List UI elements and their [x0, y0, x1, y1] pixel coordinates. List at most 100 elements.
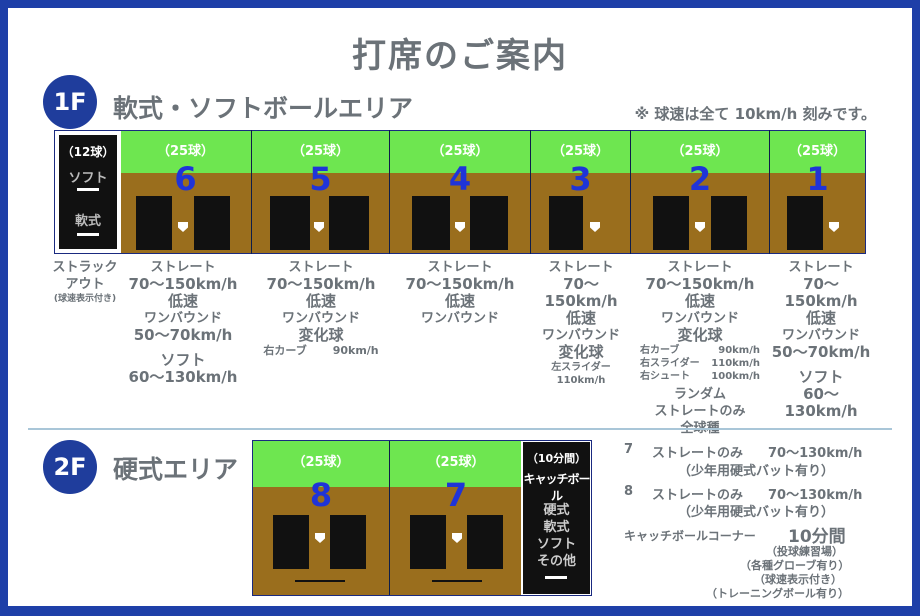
- lane-divider: [389, 130, 390, 254]
- slow-label: 低速: [565, 309, 596, 327]
- strikeout-panel[interactable]: （12球） ソフト 軟式: [59, 135, 117, 249]
- batter-box-right: [330, 515, 366, 569]
- straight-label: ストレート: [427, 260, 493, 275]
- slow-label: 低速: [444, 292, 475, 310]
- cage-5[interactable]: （25球） 5: [252, 130, 389, 254]
- cage-3-count: （25球）: [551, 144, 610, 159]
- strikeout-rubber-label: 軟式: [74, 214, 101, 229]
- breaking-label: 変化球: [558, 343, 604, 361]
- cage-1-count: （25球）: [788, 144, 847, 159]
- batter-box-left: [270, 196, 310, 250]
- slow-label: 低速: [305, 292, 336, 310]
- batter-box-right: [329, 196, 369, 250]
- shoot-label: 右シュート: [640, 371, 690, 382]
- home-plate-icon: [178, 222, 188, 232]
- batter-box-right: [467, 515, 503, 569]
- type-other: その他: [536, 554, 576, 569]
- cage-3[interactable]: （25球） 3: [531, 130, 630, 254]
- cage-2-count: （25球）: [671, 144, 729, 159]
- straight-speed: 70〜150km/h: [544, 275, 618, 310]
- cage-6[interactable]: （25球） 6: [120, 130, 251, 254]
- batter-box-right: [711, 196, 747, 250]
- type-rubber: 軟式: [543, 520, 570, 535]
- cage-5-count: （25球）: [291, 144, 350, 159]
- soft-label: ソフト: [798, 368, 844, 386]
- lane-divider: [530, 130, 531, 254]
- catchball-note-3: （球速表示付き）: [754, 573, 842, 586]
- pitch-line: [295, 580, 345, 582]
- cage-5-info: ストレート 70〜150km/h 低速 ワンバウンド 変化球 右カーブ 90km…: [258, 259, 384, 357]
- strikeout-count: （12球）: [61, 145, 115, 159]
- cage-7-desc-note: （少年用硬式バット有り）: [678, 464, 835, 479]
- cage-8-count: （25球）: [292, 455, 350, 470]
- batter-box: [787, 196, 823, 250]
- cage-3-info: ストレート 70〜150km/h 低速 ワンバウンド 変化球 左スライダー 11…: [528, 259, 634, 387]
- floor-divider: [28, 428, 892, 430]
- batter-box-left: [410, 515, 446, 569]
- curve-speed: 90km/h: [332, 344, 379, 357]
- straight-label: ストレート: [788, 260, 854, 275]
- page-title: 打席のご案内: [352, 36, 568, 76]
- area-title-1f: 軟式・ソフトボールエリア: [113, 94, 414, 123]
- batter-box-right: [194, 196, 230, 250]
- cage-7[interactable]: （25球） 7: [390, 441, 522, 595]
- curve-label: 右カーブ: [263, 344, 307, 357]
- batter-box-left: [136, 196, 172, 250]
- breaking-label: 変化球: [298, 326, 344, 344]
- catchball-slot: [545, 576, 567, 579]
- strikeout-info: ストラック アウト (球速表示付き): [52, 259, 118, 306]
- catchball-corner-time: 10分間: [788, 527, 846, 547]
- slider-label: 右スライダー: [640, 358, 700, 369]
- cage-2[interactable]: （25球） 2: [631, 130, 769, 254]
- straight-speed: 70〜150km/h: [128, 275, 238, 293]
- soft-speed: 60〜130km/h: [128, 368, 238, 386]
- cage-7-desc-speed: 70〜130km/h: [768, 446, 863, 461]
- lane-divider: [630, 130, 631, 254]
- cage-1-info: ストレート 70〜150km/h 低速 ワンバウンド 50〜70km/h ソフト…: [768, 259, 874, 420]
- cage-7-number: 7: [444, 476, 468, 514]
- cage-1-number: 1: [806, 160, 829, 198]
- straight-speed: 70〜150km/h: [405, 275, 515, 293]
- area-title-2f: 硬式エリア: [113, 455, 239, 484]
- cage-8[interactable]: （25球） 8: [253, 441, 389, 595]
- type-hard: 硬式: [543, 503, 570, 518]
- curve-speed: 90km/h: [718, 345, 760, 356]
- catchball-time: （10分間）: [526, 452, 587, 465]
- home-plate-icon: [695, 222, 705, 232]
- catchball-note-4: （トレーニングボール有り）: [706, 587, 849, 600]
- floor-badge-2f: 2F: [43, 440, 97, 494]
- one-bound-label: ワンバウンド: [281, 311, 360, 326]
- lane-divider: [769, 130, 770, 254]
- strikeout-rubber-slot: [77, 233, 99, 236]
- cage-8-desc-num: 8: [624, 484, 634, 499]
- home-plate-icon: [455, 222, 465, 232]
- cage-8-desc-speed: 70〜130km/h: [768, 488, 863, 503]
- grass-strip-2f: [253, 441, 521, 487]
- catchball-types: 硬式 軟式 ソフト その他: [523, 502, 590, 570]
- slow-speed: 50〜70km/h: [133, 326, 233, 344]
- cage-7-desc-num: 7: [624, 442, 634, 457]
- cage-4-number: 4: [448, 160, 472, 198]
- soft-label: ソフト: [160, 351, 206, 369]
- strikeout-label-3: (球速表示付き): [53, 294, 117, 304]
- floor-badge-1f: 1F: [43, 75, 97, 129]
- straight-speed: 70〜150km/h: [784, 275, 858, 310]
- cage-4-info: ストレート 70〜150km/h 低速 ワンバウンド: [400, 259, 520, 327]
- pitch-line: [432, 580, 482, 582]
- one-bound-label: ワンバウンド: [143, 311, 222, 326]
- catchball-panel[interactable]: （10分間） キャッチボール 硬式 軟式 ソフト その他: [523, 442, 591, 594]
- type-soft: ソフト: [536, 537, 576, 552]
- slow-speed: 50〜70km/h: [771, 343, 871, 361]
- home-plate-icon: [590, 222, 600, 232]
- cage-1[interactable]: （25球） 1: [770, 130, 865, 254]
- random-label: ランダム: [673, 387, 726, 402]
- slow-label: 低速: [805, 309, 836, 327]
- shoot-speed: 100km/h: [711, 371, 760, 382]
- cage-4[interactable]: （25球） 4: [390, 130, 530, 254]
- batter-box-left: [412, 196, 450, 250]
- home-plate-icon: [452, 533, 462, 543]
- strikeout-label-2: アウト: [65, 277, 105, 292]
- home-plate-icon: [829, 222, 839, 232]
